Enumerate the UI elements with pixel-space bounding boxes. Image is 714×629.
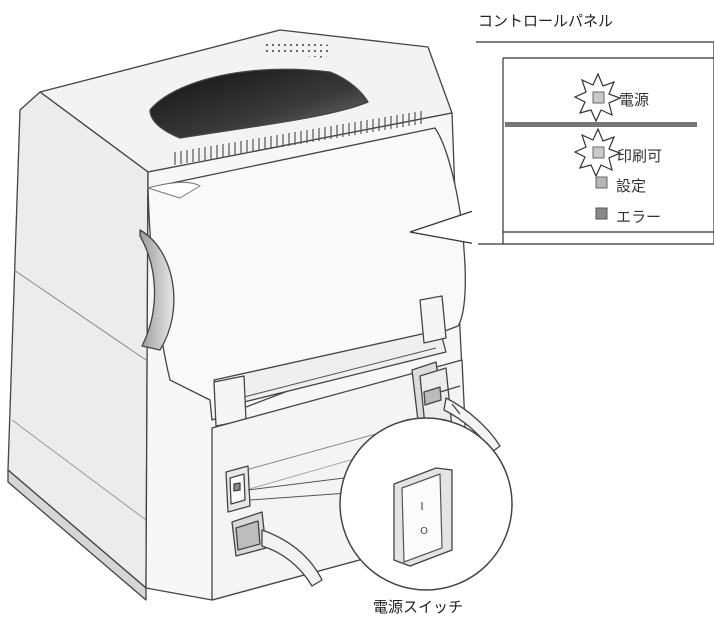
led-label-setting: 設定 [616, 177, 647, 195]
side-handle [139, 229, 175, 351]
vent-slots [174, 111, 422, 165]
switch-off-mark: O [420, 526, 428, 537]
top-opening [149, 68, 369, 139]
led-square-setting [595, 176, 608, 189]
led-label-error: エラー [616, 208, 662, 226]
top-vent-grille [262, 40, 330, 58]
power-port [225, 465, 323, 587]
led-square-ready [592, 146, 605, 159]
control-panel-label: コントロールパネル [478, 12, 614, 30]
led-square-error [595, 207, 608, 220]
led-label-power: 電源 [619, 91, 650, 109]
led-label-ready: 印刷可 [617, 147, 663, 165]
led-square-power [592, 91, 605, 104]
switch-on-mark: I [420, 500, 423, 513]
power-switch-label: 電源スイッチ [373, 598, 464, 616]
power-switch-zoom [339, 417, 513, 591]
